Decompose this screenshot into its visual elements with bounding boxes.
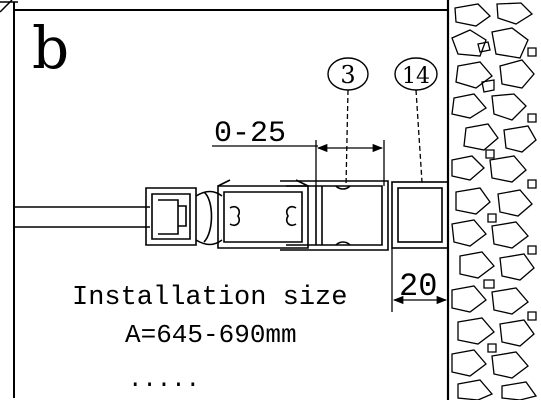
dimension-gap-label: 20 bbox=[399, 268, 437, 305]
aluminium-profile bbox=[217, 179, 309, 249]
stone-wall bbox=[446, 0, 541, 400]
callout-3: 3 bbox=[327, 57, 369, 187]
callout-3-label: 3 bbox=[340, 61, 355, 89]
glass-pane bbox=[14, 206, 150, 228]
panel-frame bbox=[0, 0, 448, 398]
adjustment-profile bbox=[280, 180, 389, 251]
panel-label: b bbox=[32, 14, 69, 82]
caption-line-3: ..... bbox=[128, 367, 200, 394]
caption-line-2: A=645-690mm bbox=[125, 320, 297, 350]
dimension-adjust-label: 0-25 bbox=[214, 117, 286, 151]
dimension-adjust bbox=[212, 140, 385, 186]
caption-line-1: Installation size bbox=[72, 283, 347, 313]
seal-profile bbox=[145, 187, 223, 246]
callout-14-label: 14 bbox=[402, 64, 430, 89]
callout-14: 14 bbox=[394, 57, 438, 183]
dimension-gap bbox=[391, 248, 448, 312]
wall-profile bbox=[391, 181, 449, 249]
